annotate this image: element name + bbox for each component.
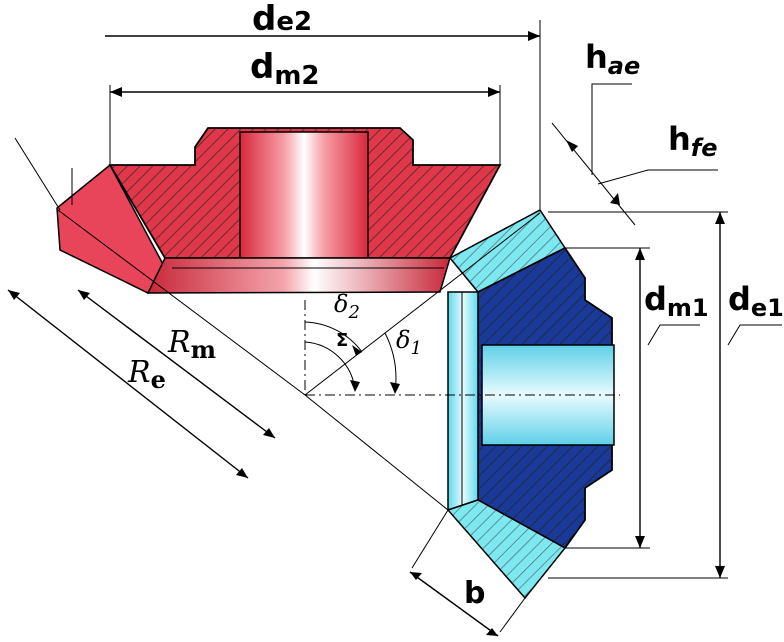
small-gear-face <box>447 291 479 512</box>
small-gear <box>446 209 615 600</box>
large-gear-bore <box>239 131 369 259</box>
construction-lines <box>14 137 620 511</box>
label-dm2: dm2 <box>250 47 320 91</box>
dimension-lines <box>7 20 782 637</box>
label-sigma: Σ <box>336 330 348 351</box>
label-hfe: hfe <box>668 120 718 162</box>
label-dm1: dm1 <box>644 280 709 322</box>
label-b: b <box>464 576 485 611</box>
label-de2: de2 <box>252 0 312 39</box>
label-de1: de1 <box>728 280 784 322</box>
labels: de2 dm2 hae hfe dm1 de1 δ2 δ1 Σ Rm Re b <box>127 0 784 611</box>
large-gear-face <box>146 257 452 294</box>
label-delta1: δ1 <box>396 326 422 359</box>
label-hae: hae <box>585 38 640 80</box>
label-rm: Rm <box>167 325 216 364</box>
label-re: Re <box>127 355 166 394</box>
large-gear <box>56 127 502 294</box>
label-delta2: δ2 <box>334 290 360 323</box>
